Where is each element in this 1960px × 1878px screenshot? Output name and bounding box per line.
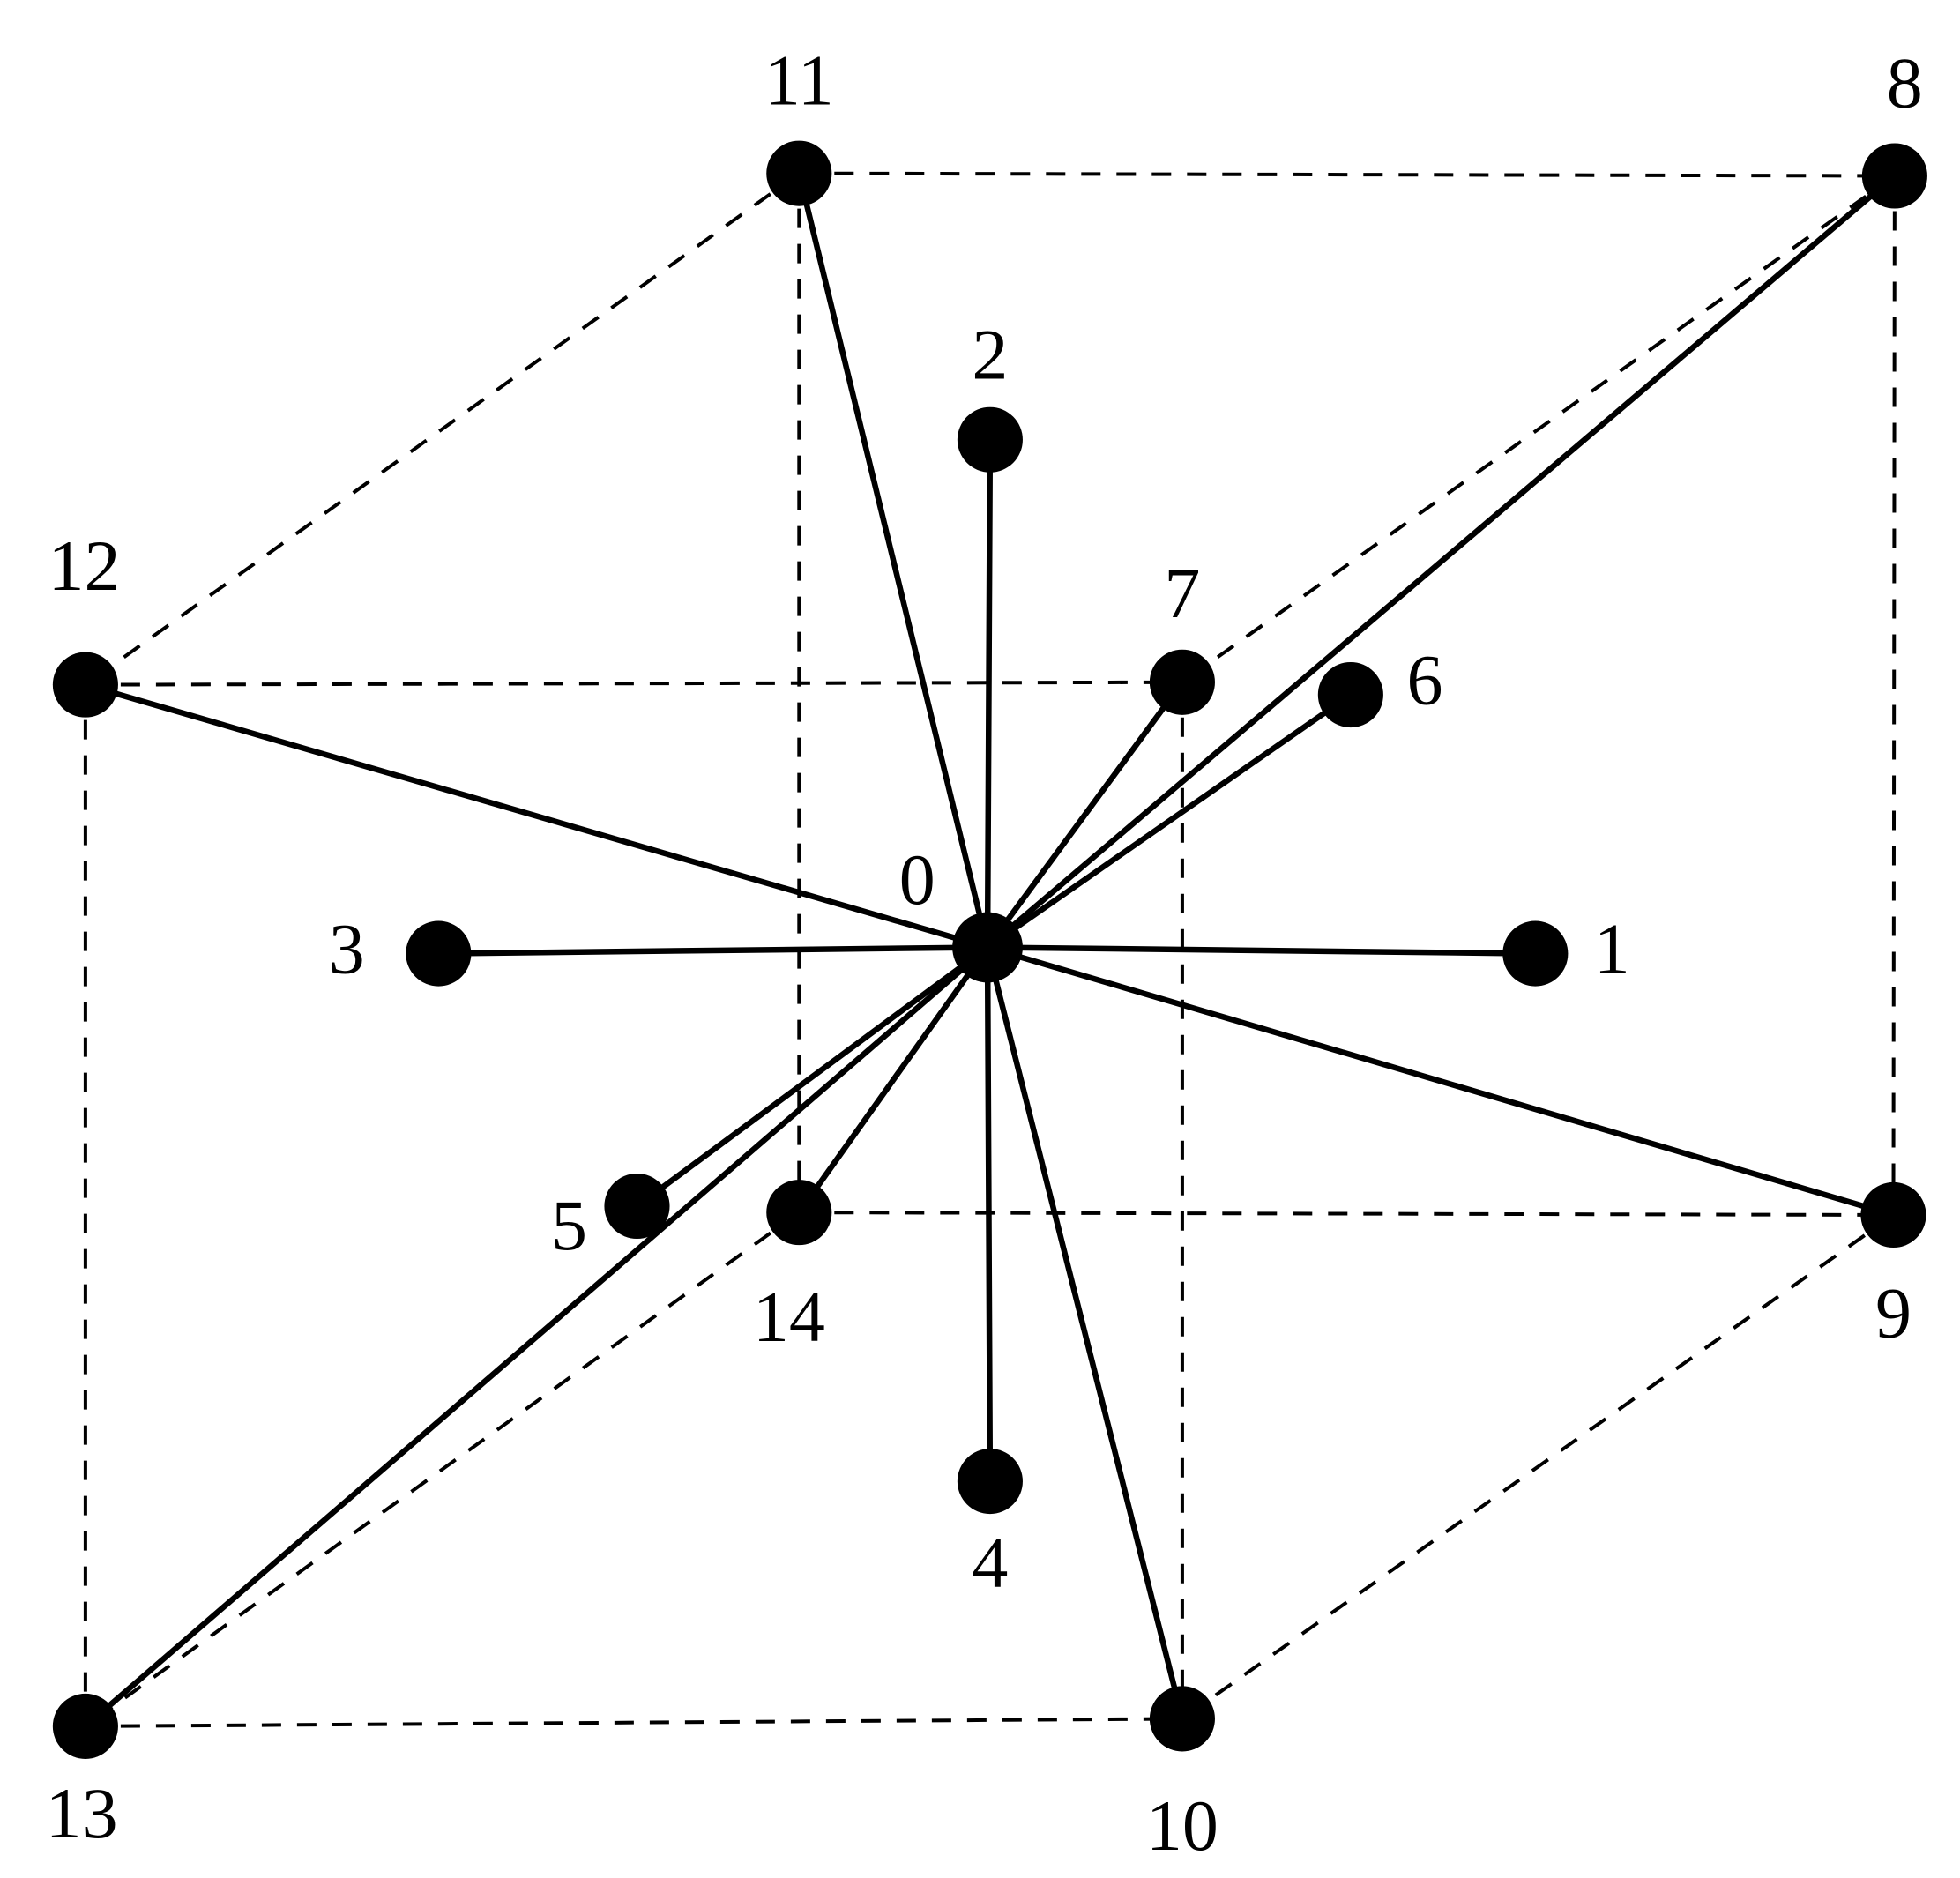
solid-edges: [82, 170, 1898, 1730]
node-label-14: 14: [753, 1277, 825, 1357]
solid-edge-0-13: [82, 944, 991, 1730]
solid-edge-0-2: [984, 436, 994, 950]
node-2: [957, 406, 1023, 473]
dashed-edge-13-10: [85, 1717, 1182, 1728]
solid-edge-0-8: [984, 173, 1898, 950]
node-10: [1149, 1686, 1215, 1752]
solid-edge-0-4: [984, 944, 994, 1485]
node-label-8: 8: [1887, 43, 1923, 123]
solid-edge-0-7: [984, 679, 1186, 950]
node-1: [1502, 920, 1569, 987]
nodes: [52, 140, 1927, 1759]
dashed-edge-12-7: [85, 680, 1182, 687]
node-3: [406, 920, 472, 987]
node-0: [952, 912, 1023, 983]
solid-edge-0-11: [796, 170, 991, 950]
node-label-13: 13: [46, 1773, 118, 1853]
node-label-4: 4: [972, 1523, 1008, 1603]
node-label-10: 10: [1146, 1785, 1218, 1866]
dashed-edge-11-12: [84, 172, 801, 687]
node-label-2: 2: [972, 314, 1008, 394]
dashed-edge-9-10: [1181, 1213, 1895, 1721]
solid-edge-0-10: [984, 944, 1186, 1722]
node-9: [1860, 1181, 1926, 1248]
node-label-12: 12: [48, 525, 120, 606]
node-label-3: 3: [329, 908, 365, 988]
node-label-5: 5: [551, 1185, 587, 1265]
solid-edge-0-9: [984, 944, 1897, 1218]
node-14: [766, 1180, 832, 1246]
dashed-edge-14-13: [84, 1211, 801, 1728]
dashed-edges: [83, 171, 1897, 1728]
node-label-9: 9: [1875, 1273, 1912, 1353]
node-7: [1149, 649, 1215, 715]
node-6: [1317, 661, 1383, 728]
node-8: [1861, 143, 1927, 209]
solid-edge-0-1: [984, 944, 1539, 957]
node-4: [957, 1449, 1023, 1515]
node-label-0: 0: [899, 839, 935, 920]
dashed-edge-14-9: [799, 1211, 1894, 1217]
solid-edge-0-6: [984, 691, 1354, 950]
dashed-edge-11-8: [799, 171, 1895, 178]
node-11: [766, 140, 832, 206]
solid-edge-0-14: [796, 944, 991, 1216]
dashed-edge-8-7: [1181, 174, 1897, 684]
solid-edge-0-12: [82, 682, 991, 950]
node-label-7: 7: [1164, 553, 1200, 633]
node-label-6: 6: [1406, 639, 1442, 719]
node-label-11: 11: [764, 41, 834, 121]
node-5: [604, 1173, 670, 1240]
node-13: [52, 1693, 118, 1759]
dashed-edge-8-9: [1891, 175, 1897, 1215]
solid-edge-0-3: [436, 944, 991, 957]
node-12: [52, 652, 118, 718]
solid-edge-0-5: [634, 944, 991, 1210]
node-label-1: 1: [1594, 908, 1630, 988]
